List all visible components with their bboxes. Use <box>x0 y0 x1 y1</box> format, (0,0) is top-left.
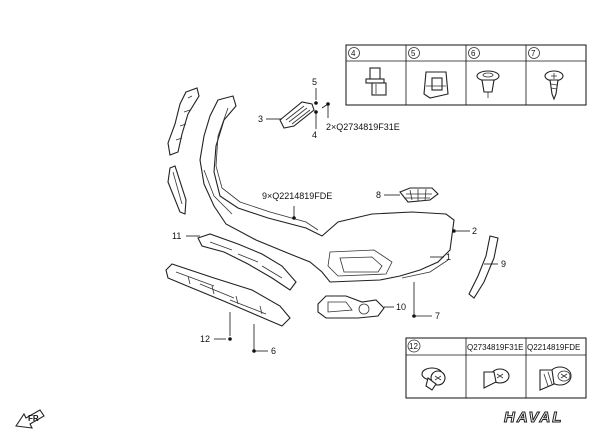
svg-text:7: 7 <box>531 49 536 58</box>
table-top-header-4: 4 <box>348 47 360 59</box>
label-9: 9 <box>501 259 506 269</box>
lower-reinforcement <box>197 233 297 291</box>
flange-head-screw-icon <box>539 366 572 391</box>
fog-lamp-bezel <box>317 295 385 319</box>
label-6: 6 <box>271 346 276 356</box>
tapping-screw-icon <box>544 70 564 101</box>
label-12: 12 <box>200 334 210 344</box>
side-grille <box>399 187 439 203</box>
fastener-table-bottom: 12 Q2734819F31E Q2214819FDE <box>405 337 587 399</box>
label-2: 2 <box>472 226 477 236</box>
svg-text:4: 4 <box>351 49 356 58</box>
label-11: 11 <box>172 231 181 241</box>
brand-wordmark: HAVAL <box>504 409 563 426</box>
label-3: 3 <box>258 114 263 124</box>
upper-grille-insert <box>279 101 315 129</box>
front-orientation-arrow-icon: FR <box>15 409 45 429</box>
table-top-header-6: 6 <box>468 47 480 59</box>
svg-text:12: 12 <box>409 342 418 351</box>
table-bottom-header-12: 12 <box>407 339 421 353</box>
callout-mid-screw: 9×Q2214819FDE <box>262 191 332 201</box>
svg-text:5: 5 <box>411 49 416 58</box>
callout-top-screw: 2×Q2734819F31E <box>326 122 400 132</box>
flange-bolt-icon <box>365 67 387 96</box>
fastener-table-top: 4 5 6 7 <box>345 44 587 106</box>
left-side-strip <box>167 165 187 215</box>
brand-logo: HAVAL <box>504 409 563 427</box>
table-bottom-header-q2214819fde: Q2214819FDE <box>527 343 580 352</box>
part-number-labels: 3 5 4 2×Q2734819F31E 9×Q2214819FDE 8 2 1… <box>172 77 506 356</box>
lower-skid-plate <box>165 263 291 327</box>
wheel-arch-trim <box>468 235 499 299</box>
leader-lines <box>186 88 498 352</box>
hex-washer-screw-icon <box>421 367 446 391</box>
bumper-cover <box>199 95 455 283</box>
label-10: 10 <box>396 302 406 312</box>
push-rivet-icon <box>476 70 500 98</box>
svg-text:6: 6 <box>471 49 476 58</box>
left-upper-bracket <box>167 87 200 156</box>
orientation-tag: FR <box>28 414 39 423</box>
label-8: 8 <box>376 190 381 200</box>
label-5: 5 <box>312 77 317 87</box>
pan-head-screw-icon <box>483 368 510 389</box>
label-4: 4 <box>312 130 317 140</box>
label-7: 7 <box>435 311 440 321</box>
label-1: 1 <box>446 252 451 262</box>
table-top-header-7: 7 <box>528 47 540 59</box>
table-top-header-5: 5 <box>408 47 420 59</box>
fastener-dots <box>228 101 456 353</box>
clip-nut-icon <box>423 71 449 99</box>
table-bottom-header-q2734819f31e: Q2734819F31E <box>467 343 524 352</box>
